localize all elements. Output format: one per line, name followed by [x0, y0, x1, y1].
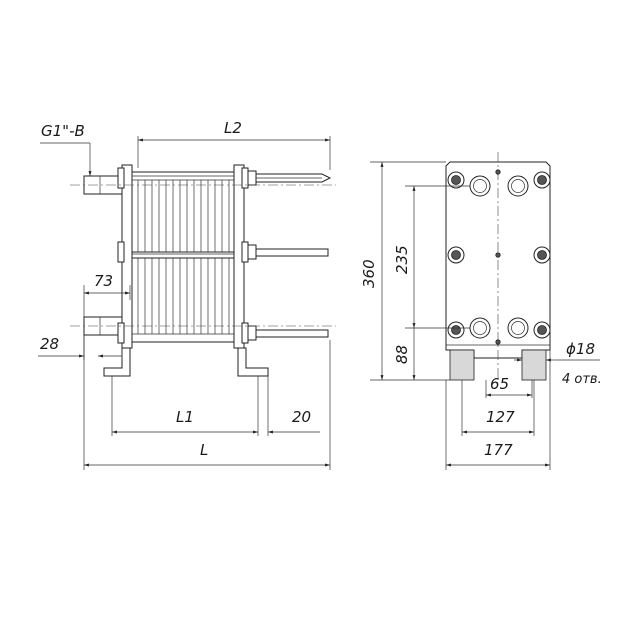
dim-20-label: 20 [292, 408, 311, 426]
middle-tie-bolt [255, 248, 329, 257]
dim-l1-label: L1 [176, 408, 194, 426]
front-left-foot [449, 349, 475, 381]
right-foot [237, 347, 269, 377]
plate-lines [137, 180, 230, 334]
dim-73-label: 73 [94, 272, 113, 290]
front-right-foot [521, 349, 547, 381]
dim-235-label: 235 [393, 245, 411, 274]
dim-65-label: 65 [490, 375, 509, 393]
bolt-bottom-left [447, 321, 465, 339]
front-view-dimensions: 360 235 88 ϕ18 4 отв. 65 127 177 [360, 161, 602, 470]
bolt-bottom-right [533, 321, 551, 339]
port-top-right [507, 175, 529, 197]
dim-360-label: 360 [360, 259, 378, 288]
left-foot [103, 347, 131, 377]
lower-tie-bolt [255, 329, 329, 338]
thread-label: G1"-B [41, 122, 85, 140]
dim-l-label: L [200, 441, 208, 459]
bolt-mid-right [533, 246, 551, 264]
stud-bottom [495, 339, 501, 345]
port-bottom-right [507, 317, 529, 339]
hole-diameter-label: ϕ18 [566, 340, 595, 358]
dim-28-label: 28 [40, 335, 59, 353]
dim-127-label: 127 [486, 408, 515, 426]
stud-middle [495, 252, 501, 258]
side-view-dimensions: G1"-B L2 73 28 L1 20 L [38, 119, 331, 470]
stud-top [495, 169, 501, 175]
dim-l2-label: L2 [224, 119, 242, 137]
side-view [70, 164, 336, 377]
plate-pack [131, 171, 235, 343]
bolt-top-right [533, 171, 551, 189]
bolt-top-left [447, 171, 465, 189]
front-view [445, 152, 551, 381]
dim-177-label: 177 [484, 441, 513, 459]
port-top-left [469, 175, 491, 197]
dim-88-label: 88 [393, 345, 411, 364]
port-bottom-left [469, 317, 491, 339]
bolt-mid-left [447, 246, 465, 264]
hole-count-label: 4 отв. [562, 372, 602, 387]
